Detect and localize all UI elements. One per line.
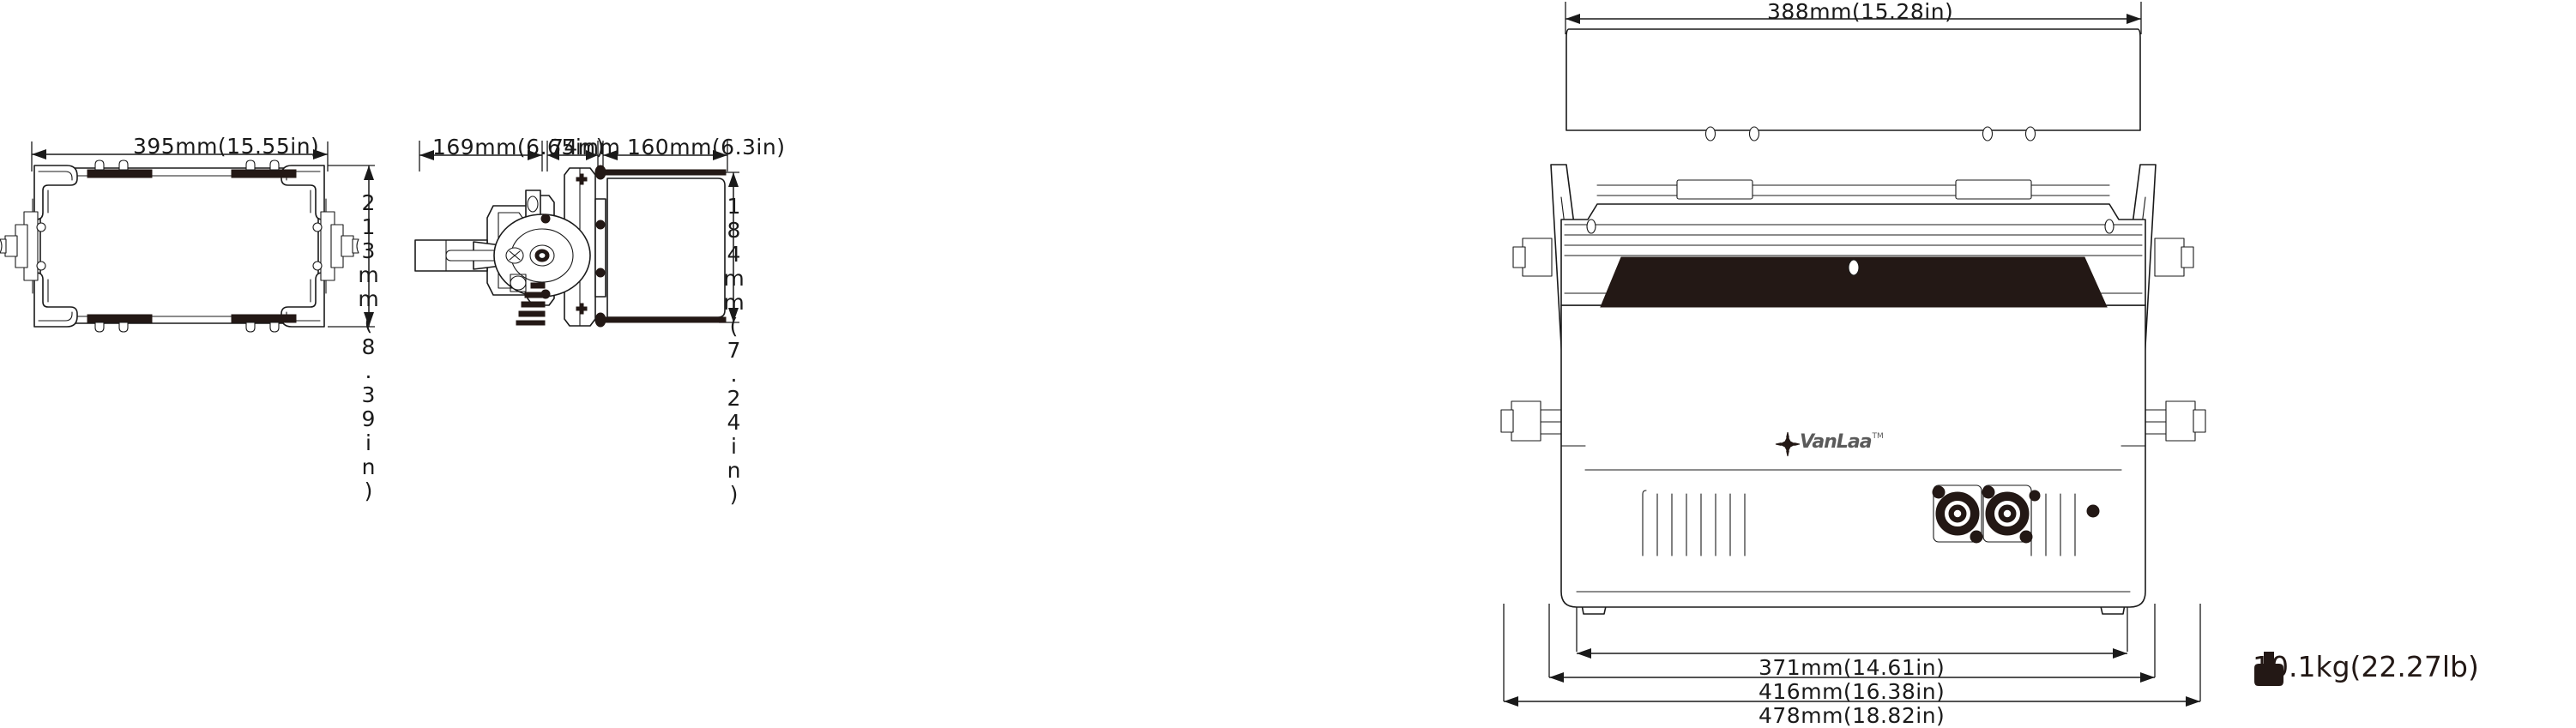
weight-label: 10.1kg(22.27lb) xyxy=(2253,650,2479,683)
side-view-geometry xyxy=(414,141,739,328)
dim-label-top-view-depth: 213mm(8.39in) xyxy=(356,190,381,502)
weight-callout: 10.1kg(22.27lb) xyxy=(2253,650,2479,686)
dim-label-front-view-housing-width: 371mm(14.61in) xyxy=(1759,655,1946,680)
dim-label-side-view-bracket-width: 74mm xyxy=(550,135,621,159)
weight-icon xyxy=(2254,652,2283,686)
top-view-geometry xyxy=(0,141,375,333)
dim-label-side-view-yoke-arm-length: 169mm(6.65in) xyxy=(432,135,605,159)
brand-logo-text: VanLaa xyxy=(1800,431,1873,453)
dim-label-front-view-yoke-overall-width: 478mm(18.82in) xyxy=(1759,703,1946,728)
front-view-geometry xyxy=(1500,2,2206,707)
brand-logo: VanLaa TM xyxy=(1800,433,1884,452)
dim-label-front-view-barndoor-width: 388mm(15.28in) xyxy=(1767,0,1954,24)
dim-label-front-view-body-overall-width: 416mm(16.38in) xyxy=(1759,679,1946,704)
dim-label-side-view-body-depth: 160mm(6.3in) xyxy=(627,135,786,159)
brand-emblem xyxy=(1775,431,1801,457)
dim-label-top-view-width: 395mm(15.55in) xyxy=(133,134,320,159)
brand-trademark-mark: TM xyxy=(1872,432,1884,441)
dim-label-side-view-body-height: 184mm(7.24in) xyxy=(721,194,746,506)
